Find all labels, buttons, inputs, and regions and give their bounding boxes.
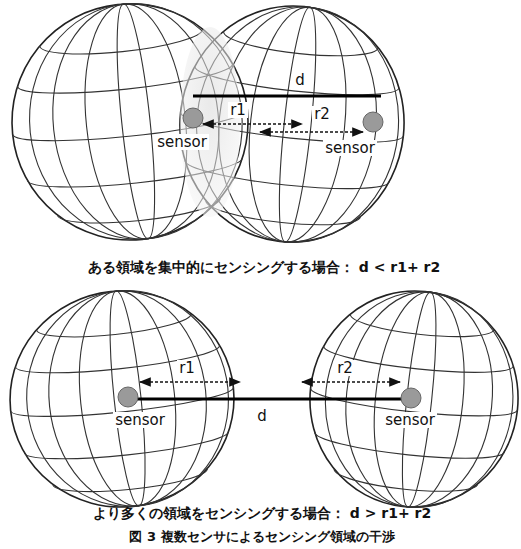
sphere-outline <box>0 0 259 252</box>
case-caption: より多くの領域をセンシングする場合： d > r1+ r2 <box>93 506 431 521</box>
radius-arrow <box>203 123 302 125</box>
latitude <box>333 469 478 497</box>
sensing-sphere <box>0 0 259 252</box>
radius-label: r2 <box>312 106 332 123</box>
radius-label: r1 <box>177 360 197 377</box>
latitude <box>349 314 494 342</box>
radius-arrow <box>140 381 240 383</box>
latitude <box>15 345 221 379</box>
meridian <box>74 0 197 244</box>
latitude <box>322 346 513 379</box>
latitude <box>53 468 209 497</box>
sensor-label: sensor <box>383 412 437 429</box>
distance-line <box>193 95 381 98</box>
sensor-label: sensor <box>155 134 209 151</box>
latitude <box>313 432 504 465</box>
sensor-dot <box>363 112 383 132</box>
distance-line <box>130 398 410 401</box>
distance-label: d <box>293 72 307 89</box>
radius-arrow <box>260 131 363 133</box>
sensor-dot <box>401 388 421 408</box>
meridian <box>109 3 162 241</box>
sensor-dot <box>183 108 203 128</box>
radius-arrow <box>302 381 400 383</box>
latitude <box>40 29 204 60</box>
latitude <box>222 31 378 61</box>
latitude <box>24 431 230 465</box>
overlap-region <box>180 27 240 217</box>
distance-label: d <box>255 408 269 425</box>
latitude <box>204 200 360 230</box>
sphere-outline <box>168 0 415 253</box>
sensing-sphere <box>168 0 415 253</box>
radius-label: r2 <box>335 360 355 377</box>
radius-label: r1 <box>228 102 248 119</box>
sensor-dot <box>118 387 138 407</box>
figure-caption: 図 3 複数センサによるセンシング領域の干渉 <box>129 530 394 544</box>
meridian <box>238 2 356 247</box>
meridian <box>395 291 442 508</box>
sensor-label: sensor <box>113 412 167 429</box>
sensor-label: sensor <box>323 140 377 157</box>
case-caption: ある領域を集中的にセンシングする場合： d < r1+ r2 <box>88 260 440 275</box>
latitude <box>37 314 193 343</box>
meridian <box>18 0 254 250</box>
